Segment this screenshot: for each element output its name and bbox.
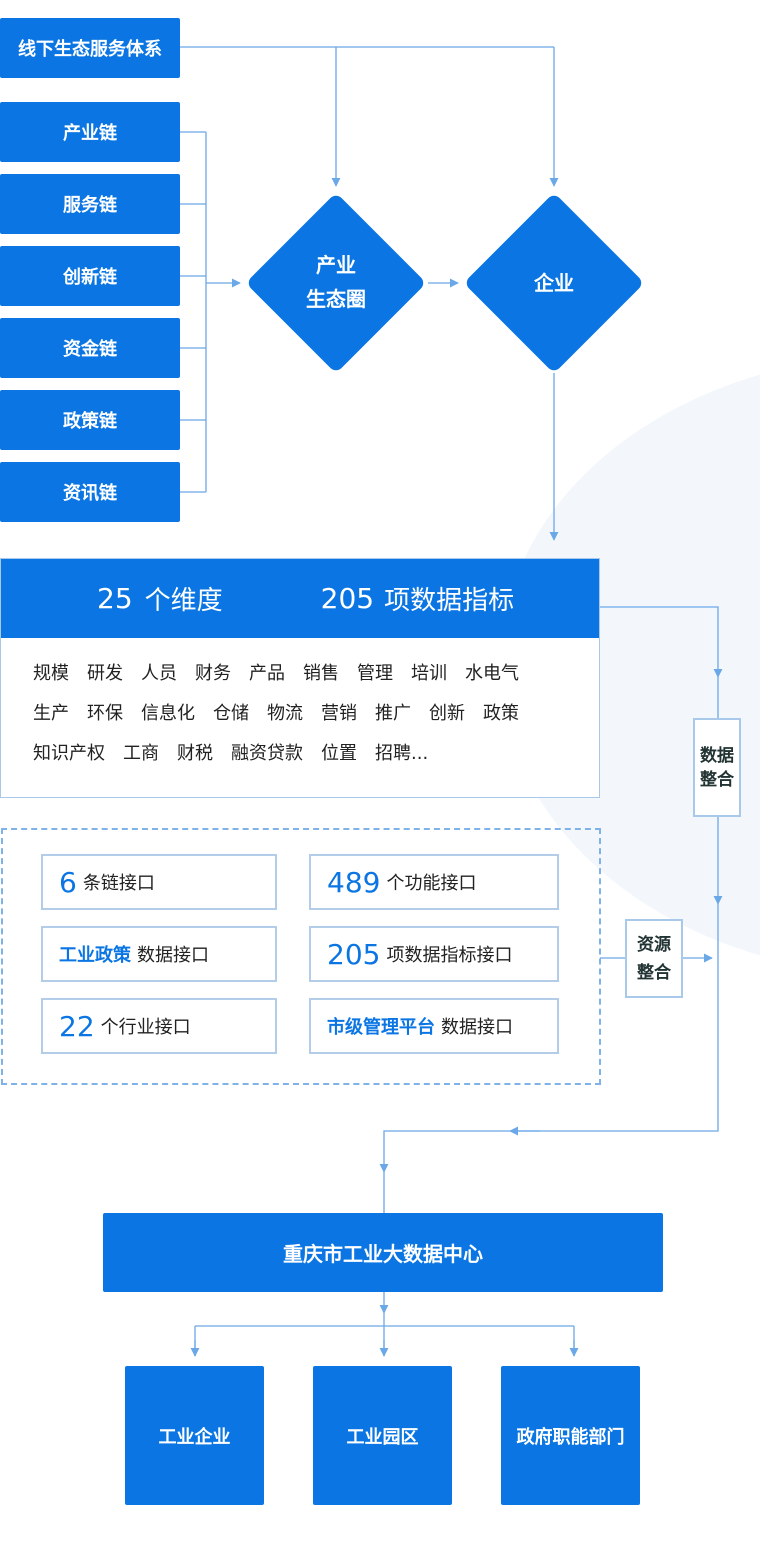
dimension-tag: 人员 (141, 663, 177, 684)
dimension-tag: 培训 (411, 663, 447, 684)
panel-header: 25 个维度 205 项数据指标 (1, 559, 599, 638)
interface-label: 个功能接口 (386, 873, 477, 894)
indicator-count: 205 (320, 582, 375, 615)
interface-label: 项数据指标接口 (386, 945, 513, 966)
tag-row: 生产环保信息化仓储物流营销推广创新政策 (33, 694, 599, 734)
output-industrial-enterprises: 工业企业 (125, 1366, 264, 1505)
interface-highlight: 工业政策 (59, 945, 131, 966)
dimension-tag: 位置 (321, 743, 357, 764)
dimension-tag: 工商 (123, 743, 159, 764)
interface-label: 条链接口 (82, 873, 155, 894)
diamond-line: 生态圈 (306, 287, 366, 311)
dimension-tag: 财税 (177, 743, 213, 764)
dimension-tag: 管理 (357, 663, 393, 684)
chain-box: 资金链 (0, 318, 180, 378)
resource-integration-box: 资源整合 (625, 919, 683, 998)
interfaces-group (1, 828, 601, 1085)
interface-highlight: 205 (327, 937, 381, 971)
dimension-tag: 销售 (303, 663, 339, 684)
dimension-tag: 营销 (321, 703, 357, 724)
enterprise-label: 企业 (534, 271, 574, 295)
interface-label: 数据接口 (441, 1017, 513, 1038)
chain-box: 创新链 (0, 246, 180, 306)
offline-ecosystem-service-box: 线下生态服务体系 (0, 18, 180, 78)
label-line: 资源 (637, 934, 671, 955)
dimension-tag: 研发 (87, 663, 123, 684)
dimension-count: 25 (97, 582, 133, 615)
dimension-tag: 生产 (33, 703, 69, 724)
chain-box: 服务链 (0, 174, 180, 234)
dimension-tag: 水电气 (465, 663, 519, 684)
label-line: 整合 (700, 769, 734, 790)
dimension-tag: 物流 (267, 703, 303, 724)
interface-highlight: 489 (327, 865, 381, 899)
dimension-tag: 环保 (87, 703, 123, 724)
interface-box: 市级管理平台数据接口 (309, 998, 559, 1054)
dimension-tags: 规模研发人员财务产品销售管理培训水电气生产环保信息化仓储物流营销推广创新政策知识… (1, 638, 599, 774)
chain-box: 产业链 (0, 102, 180, 162)
dimension-tag: 产品 (249, 663, 285, 684)
dimension-tag: 推广 (375, 703, 411, 724)
dimension-tag: 财务 (195, 663, 231, 684)
interface-box: 工业政策数据接口 (41, 926, 277, 982)
chongqing-industrial-big-data-center: 重庆市工业大数据中心 (103, 1213, 663, 1292)
interface-label: 个行业接口 (100, 1017, 191, 1038)
industry-ecosystem-label: 产业生态圈 (256, 248, 416, 316)
tag-row: 知识产权工商财税融资贷款位置招聘... (33, 734, 599, 774)
label-line: 数据 (700, 745, 734, 766)
dimension-tag: 规模 (33, 663, 69, 684)
dimension-tag: 创新 (429, 703, 465, 724)
dimension-tag: 融资贷款 (231, 743, 303, 764)
dimension-tag: 政策 (483, 703, 519, 724)
output-industrial-parks: 工业园区 (313, 1366, 452, 1505)
indicator-label: 项数据指标 (384, 586, 515, 616)
dimension-label: 个维度 (144, 586, 223, 616)
chain-box: 资讯链 (0, 462, 180, 522)
dimension-tag: 仓储 (213, 703, 249, 724)
label-line: 整合 (637, 962, 671, 983)
dimension-tag: 知识产权 (33, 743, 105, 764)
tag-row: 规模研发人员财务产品销售管理培训水电气 (33, 654, 599, 694)
interface-label: 数据接口 (137, 945, 209, 966)
interface-highlight: 市级管理平台 (327, 1017, 435, 1038)
chain-box: 政策链 (0, 390, 180, 450)
interface-highlight: 6 (59, 865, 77, 899)
data-integration-box: 数据整合 (693, 718, 741, 817)
dimension-tag: 招聘... (375, 743, 429, 764)
interface-highlight: 22 (59, 1009, 95, 1043)
output-government-departments: 政府职能部门 (501, 1366, 640, 1505)
dimension-tag: 信息化 (141, 703, 195, 724)
diamond-line: 产业 (316, 253, 356, 277)
